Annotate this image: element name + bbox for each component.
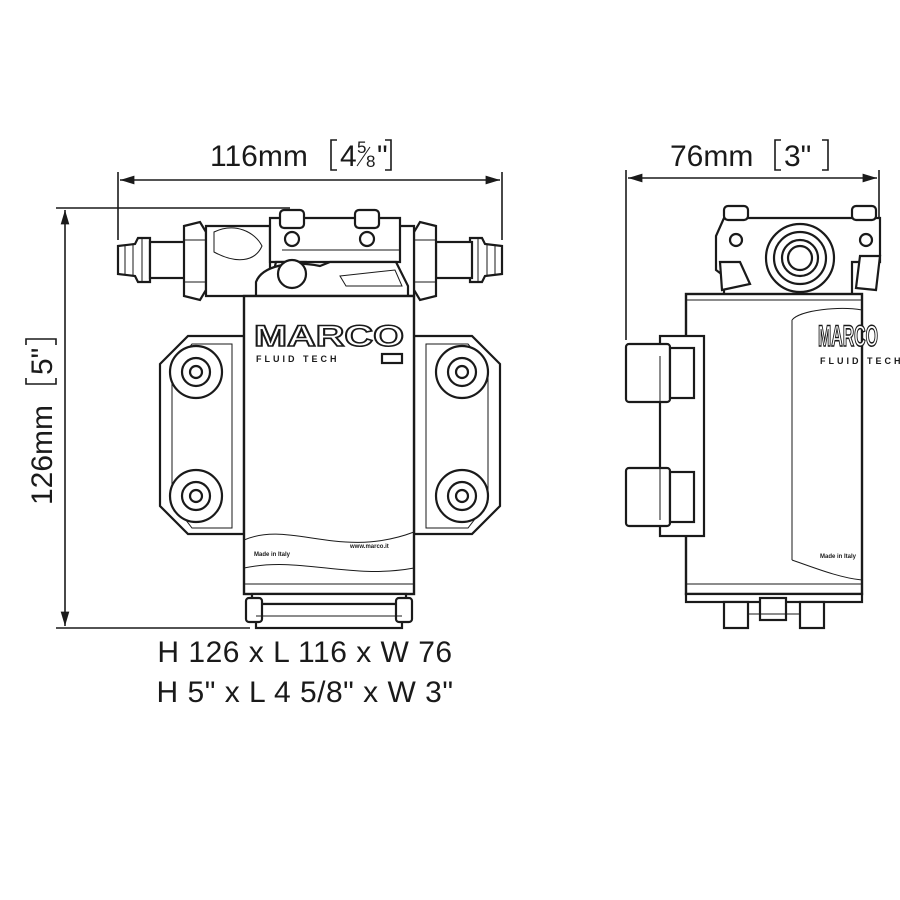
outlet-hose-barb <box>434 236 504 284</box>
width-bracket-left <box>330 139 337 171</box>
width-imperial-inch-mark: " <box>377 140 388 173</box>
depth-metric-label: 76mm <box>670 140 753 173</box>
side-motor-housing <box>684 292 864 596</box>
height-bracket-right <box>25 338 57 345</box>
mounting-bracket-left <box>158 334 246 536</box>
outlet-hex-nut <box>412 220 438 302</box>
width-imperial-numerator: 5 <box>357 138 366 157</box>
height-bracket-left <box>25 378 57 385</box>
made-in-label-side: Made in Italy <box>820 554 857 560</box>
summary-imperial: H 5" x L 4 5/8" x W 3" <box>156 676 454 709</box>
width-bracket-right <box>385 139 392 171</box>
height-metric-label: 126mm <box>26 405 59 505</box>
depth-imperial-label: 3" <box>784 140 811 173</box>
brand-logo-front: MARCO <box>254 320 404 353</box>
pump-front-view: MARCO FLUID TECH Made in Italy www.marco… <box>116 208 504 630</box>
pump-side-view: MARCO FLUID TECH Made in Italy <box>624 204 900 630</box>
height-dimension: 126mm 5" <box>25 207 290 629</box>
base-plate <box>250 592 408 606</box>
width-metric-label: 116mm <box>210 140 308 173</box>
brand-subtitle-side: FLUID TECH <box>820 356 900 366</box>
width-imperial-whole: 4 <box>340 140 357 173</box>
summary-metric: H 126 x L 116 x W 76 <box>157 636 453 669</box>
fraction-slash <box>356 146 371 167</box>
width-imperial-denominator: 8 <box>366 152 375 171</box>
height-imperial-label: 5" <box>26 348 59 375</box>
head-bolt-right <box>358 230 376 248</box>
inlet-hex-nut <box>182 220 208 302</box>
width-dimension: 116mm 4 5 8 " <box>117 138 503 240</box>
brand-logo-side: MARCO <box>818 320 878 353</box>
side-mounting-bracket <box>624 334 706 538</box>
inlet-hose-barb <box>116 236 188 284</box>
head-bolt-left <box>283 230 301 248</box>
brand-subtitle-front: FLUID TECH <box>256 354 340 364</box>
depth-bracket-right <box>822 139 829 171</box>
depth-bracket-left <box>774 139 781 171</box>
made-in-label-front: Made in Italy <box>254 552 291 558</box>
mounting-bracket-right <box>412 334 502 536</box>
website-label-front: www.marco.it <box>349 544 389 550</box>
